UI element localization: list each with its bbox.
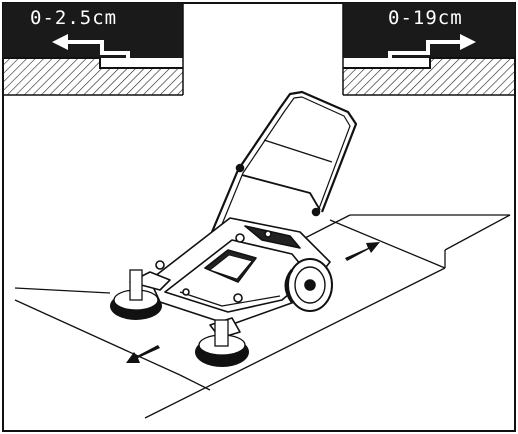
brush-arm-left [129,271,171,291]
badge-left-arrow-shaft [64,40,130,60]
side-brush-front [195,319,249,367]
curb-lines [14,214,511,419]
ground-arrow-up [345,242,380,261]
sweeper-wheel-tread [284,269,294,303]
ground-left-step [179,374,211,391]
badge-right-label: 0-19cm [388,7,463,29]
sweeper-bolt-icon [235,233,245,243]
side-brush-left [110,269,162,320]
sweeper-rear-block [244,225,301,249]
badge-right: 0-19cm [342,3,515,96]
sweeper-handle-inner [217,96,351,235]
sweeper-bolt-icon [182,288,190,296]
arrow-up-right-icon [345,242,380,261]
ground-left-far-line [14,287,111,294]
sweeper-body-seam [179,291,281,307]
ground-left-near-line [14,299,181,376]
sweeper [129,90,358,339]
side-brush-left-post [129,269,143,301]
curb-face-line [329,219,446,269]
curb-top-left-edge [304,214,351,239]
side-brush-front-post [214,319,229,347]
sweeper-bolt-icon [233,293,243,303]
handle-knob-right-icon [311,207,321,217]
badge-right-ground-hatch [343,58,515,95]
ground-front-edge [144,267,446,419]
badge-left-arrow-head-icon [52,34,68,50]
sweeper-wheel-hub-icon [304,279,316,291]
badge-left-step-line [3,57,183,69]
curb-top-right-edge [444,214,511,251]
ground-arrow-down [126,345,160,363]
badge-right-arrow-head-icon [460,34,476,50]
badge-left-ground-hatch [3,58,183,95]
sweeper-hopper-rim [209,254,253,280]
sweeper-handle [210,90,358,233]
badge-right-arrow-shaft [388,40,462,60]
badge-left-bg [3,3,183,58]
sweeper-handle-crossbar [241,174,321,211]
sweeper-handle-brace [263,139,333,163]
brush-knob-left-icon [155,260,165,270]
badge-right-step-line [343,57,515,69]
badge-left: 0-2.5cm [3,3,184,96]
arrow-down-left-icon [126,345,160,363]
sweeper-bolt-icon [264,230,272,238]
badge-left-label: 0-2.5cm [30,7,117,29]
handle-knob-left-icon [235,163,245,173]
